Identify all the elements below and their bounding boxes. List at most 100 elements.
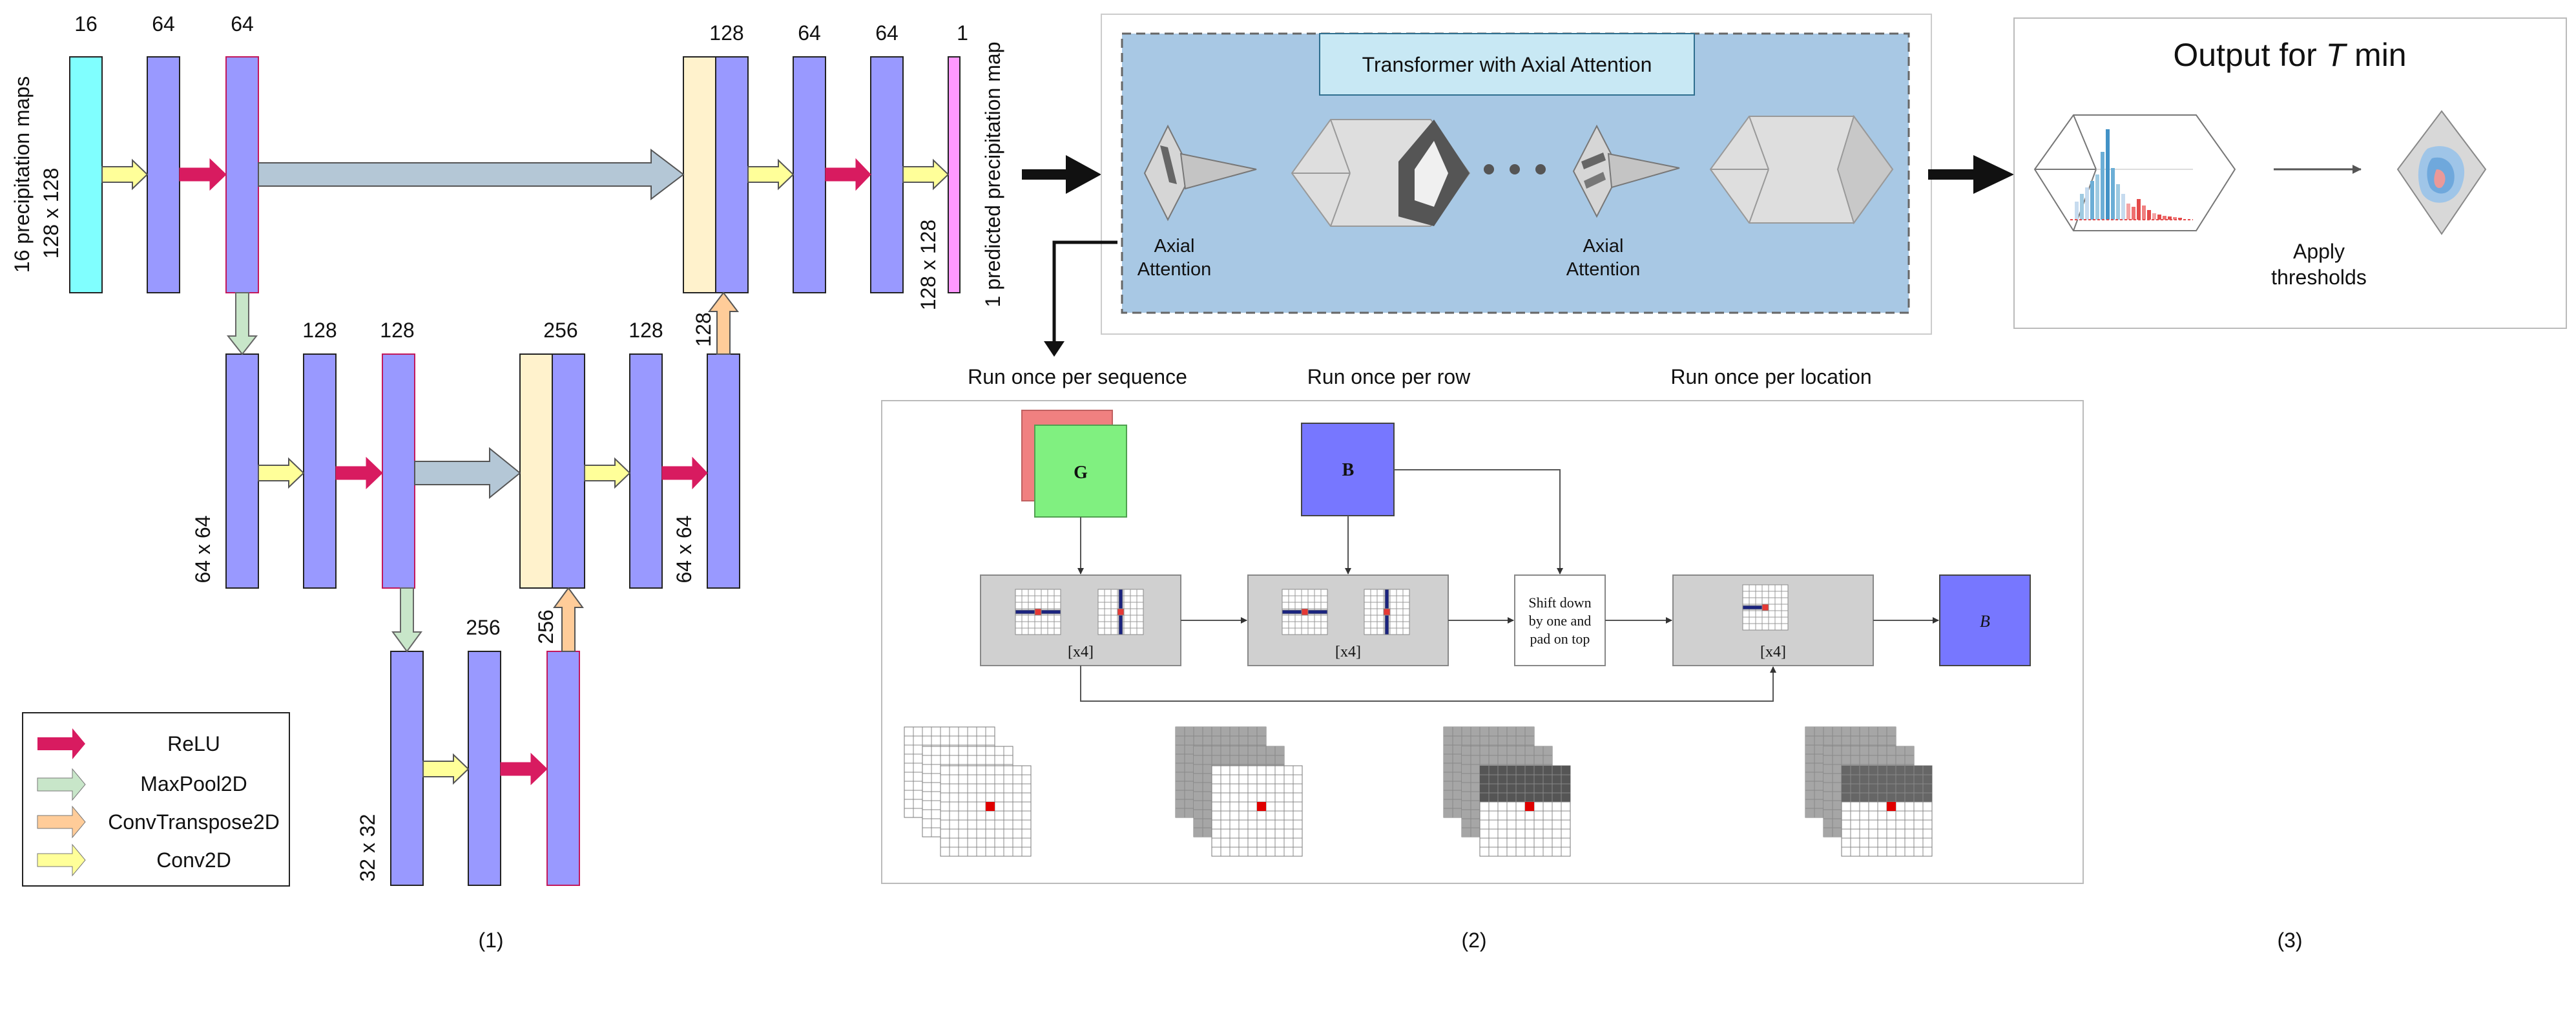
input-resolution: 128 x 128 — [39, 168, 63, 259]
mid-resolution-right: 64 x 64 — [672, 516, 696, 584]
g-square — [1034, 425, 1127, 518]
attention-cube-1 — [1291, 119, 1471, 227]
caption-2: (2) — [1461, 929, 1486, 952]
caption-3: (3) — [2277, 929, 2302, 952]
axial-detail-panel: Run once per sequence Run once per row R… — [881, 365, 2084, 884]
output-block — [948, 56, 961, 293]
conv-block-bot-1 — [390, 651, 424, 886]
bottom-resolution: 32 x 32 — [356, 814, 379, 882]
skip-arrows — [258, 148, 685, 500]
shift-text: Shift down — [1528, 595, 1591, 611]
attention-cube-2 — [1709, 114, 1894, 225]
conv-block-top-1 — [147, 56, 180, 293]
conv-block-mid-5 — [629, 353, 663, 589]
transformer-title-box — [1319, 33, 1695, 96]
mini-grids — [1015, 584, 1789, 635]
channel-count: 128 — [302, 319, 337, 342]
header-sequence: Run once per sequence — [968, 365, 1187, 388]
legend-label-convtranspose: ConvTranspose2D — [108, 810, 280, 834]
conv-block-bot-2 — [468, 651, 501, 886]
channel-count: 256 — [534, 609, 557, 644]
b-output-label: B — [1980, 612, 1990, 631]
detail-link-arrowhead — [1044, 341, 1065, 357]
histogram-prism — [2033, 114, 2236, 231]
conv-block-mid-4 — [552, 353, 585, 589]
ellipsis-dots — [1484, 164, 1546, 174]
repeat-label: [x4] — [1335, 644, 1361, 660]
axial-attention-glyph-left — [1143, 124, 1257, 222]
threshold-map — [2396, 110, 2487, 235]
axial-label-left: Attention — [1137, 259, 1211, 280]
transformer-panel: Transformer with Axial Attention Axial A… — [1044, 14, 1932, 357]
conv-block-mid-2 — [303, 353, 337, 589]
repeat-label: [x4] — [1760, 644, 1786, 660]
legend: ReLU MaxPool2D ConvTranspose2D Conv2D — [22, 712, 290, 887]
legend-swatch-convtranspose — [37, 805, 86, 839]
shift-box — [1514, 574, 1606, 666]
axial-label-right: Attention — [1566, 259, 1640, 280]
channel-count: 128 — [628, 319, 663, 342]
conv-block-top-4 — [793, 56, 826, 293]
unet-diagram: 16 64 64 128 64 64 1 128 128 256 128 128… — [10, 12, 1004, 952]
legend-swatch-relu — [37, 728, 85, 759]
conv-block-top-3 — [715, 56, 749, 293]
legend-label-relu: ReLU — [167, 732, 220, 755]
channel-count: 64 — [152, 12, 175, 36]
channel-count: 64 — [875, 21, 898, 45]
detail-link-arrow — [1052, 240, 1117, 342]
conv-block-mid-1 — [225, 353, 259, 589]
flow-arrow-1 — [1022, 155, 1101, 194]
grid-stacks — [904, 726, 1933, 857]
channel-count: 128 — [709, 21, 743, 45]
repeat-label: [x4] — [1068, 644, 1094, 660]
axial-label-left: Axial — [1154, 236, 1195, 257]
header-location: Run once per location — [1670, 365, 1871, 388]
input-block — [69, 56, 103, 293]
channel-count: 64 — [798, 21, 821, 45]
output-label: 1 predicted precipitation map — [981, 42, 1004, 308]
shift-text: by one and — [1529, 613, 1592, 629]
channel-count: 128 — [380, 319, 414, 342]
b-label: B — [1342, 460, 1355, 480]
relu-arrows — [179, 158, 871, 786]
channel-count: 256 — [466, 616, 500, 639]
apply-label: thresholds — [2271, 266, 2367, 289]
output-panel: Output for T min Apply thresholds — [2013, 17, 2567, 329]
caption-1: (1) — [478, 929, 503, 952]
seq-process-box — [980, 574, 1181, 666]
b-output-square — [1939, 574, 2031, 666]
output-resolution: 128 x 128 — [917, 220, 940, 311]
skip-block-top — [683, 56, 716, 293]
axial-attention-glyph-right — [1572, 124, 1680, 218]
legend-swatch-conv2d — [37, 843, 86, 877]
legend-label-conv2d: Conv2D — [156, 848, 231, 872]
conv-block-top-2 — [225, 56, 259, 293]
conv-block-top-5 — [870, 56, 904, 293]
channel-count: 256 — [543, 319, 577, 342]
mid-resolution-left: 64 x 64 — [191, 516, 214, 584]
convtranspose-arrows — [553, 291, 740, 652]
histogram-bars — [2070, 129, 2193, 220]
transformer-title: Transformer with Axial Attention — [1362, 53, 1652, 76]
output-title: Output for T min — [2173, 37, 2406, 73]
conv-block-mid-6 — [707, 353, 740, 589]
channel-count: 1 — [957, 21, 968, 45]
g-label: G — [1074, 463, 1088, 483]
input-label: 16 precipitation maps — [10, 76, 34, 273]
legend-swatch-maxpool — [37, 768, 86, 801]
channel-count: 16 — [74, 12, 98, 36]
header-row: Run once per row — [1307, 365, 1471, 388]
axial-label-right: Axial — [1583, 236, 1624, 257]
maxpool-arrows — [226, 292, 422, 653]
detail-flow-arrows — [1077, 469, 1939, 702]
skip-block-mid — [519, 353, 553, 589]
channel-count: 64 — [231, 12, 254, 36]
legend-label-maxpool: MaxPool2D — [140, 772, 247, 795]
b-square — [1301, 423, 1395, 516]
conv-block-bot-3 — [546, 651, 580, 886]
channel-count: 128 — [692, 312, 715, 346]
flow-arrow-2 — [1928, 155, 2014, 194]
conv-block-mid-3 — [382, 353, 415, 589]
apply-label: Apply — [2293, 240, 2345, 263]
shift-text: pad on top — [1530, 631, 1590, 647]
